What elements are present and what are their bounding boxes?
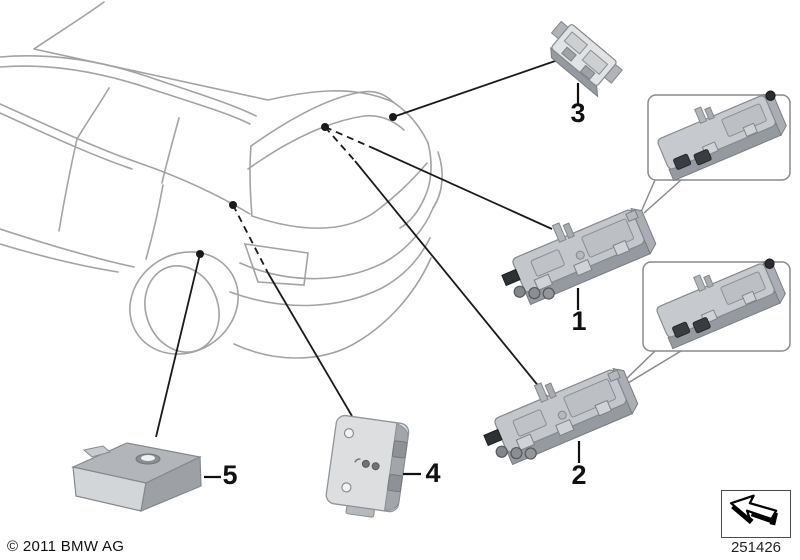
arrow-up-left-3d-icon	[730, 494, 778, 526]
diagram-number: 251426	[730, 539, 782, 556]
leader-line-part1-hidden	[324, 126, 376, 150]
diagram-nav-box[interactable]	[721, 490, 791, 538]
part-callout-2[interactable]: 2	[571, 460, 587, 490]
part-callout-5[interactable]: 5	[222, 460, 238, 490]
leader-line-part4	[267, 272, 353, 417]
leader-lines	[155, 59, 559, 438]
leader-line-part3	[392, 59, 559, 118]
module-part4[interactable]	[324, 414, 410, 520]
module-part1[interactable]	[491, 190, 661, 314]
part-callout-1[interactable]: 1	[571, 306, 587, 336]
leader-line-part5	[155, 253, 201, 438]
module-part3[interactable]	[539, 18, 624, 98]
car-outline	[0, 1, 443, 359]
copyright-notice: © 2011 BMW AG	[7, 538, 125, 555]
module-part5[interactable]	[71, 442, 202, 512]
part-callout-4[interactable]: 4	[425, 458, 441, 488]
leader-line-part2	[354, 160, 550, 400]
leader-line-part1	[374, 148, 553, 230]
label-ticks	[204, 83, 581, 479]
leader-line-part4-hidden	[232, 204, 269, 274]
leader-line-part2-hidden	[324, 126, 356, 162]
part-callout-3[interactable]: 3	[570, 98, 586, 128]
module-part2[interactable]	[473, 350, 643, 474]
